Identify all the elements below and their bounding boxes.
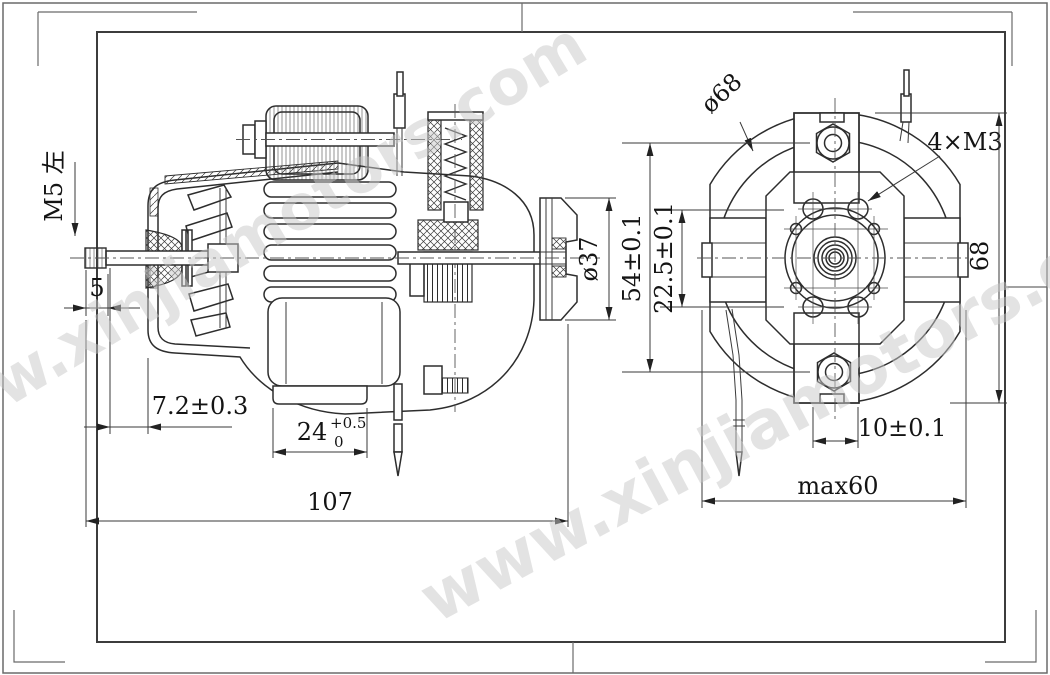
dim-mount-hole-span: 54±0.1: [618, 214, 646, 303]
winding-end-turns: [263, 181, 397, 303]
side-section-view: M5 左 5 7.2±0.3 24 +0.5 0: [40, 71, 616, 527]
terminal-pin-top: [393, 71, 406, 176]
inner-border: [96, 31, 1006, 643]
dim-knob-diameter: ø37: [575, 237, 603, 282]
coil-spring: [443, 127, 468, 201]
stator-dia-leader: [739, 121, 754, 152]
output-knob: [539, 197, 578, 321]
lamination-wing-right: [903, 217, 969, 303]
front-view: ø68 4×M3 54±0.1 22.5±0.1 68 10±0.1: [618, 68, 1007, 508]
spring-loaded-bearing-tower: [427, 104, 484, 412]
side-view-dimensions: M5 左 5 7.2±0.3 24 +0.5 0: [40, 150, 616, 527]
bell-wall-section-hatch: [149, 187, 159, 217]
tower-cap: [427, 111, 484, 121]
dim-stator-diameter: ø68: [696, 68, 748, 119]
corner-mark-top-right: [853, 11, 1013, 66]
screws-leader: [867, 155, 941, 202]
dim-base-width: 24: [297, 418, 328, 446]
base-plate: [272, 385, 368, 405]
dim-thread-length: 5: [89, 274, 104, 302]
rotor-lamination-block: [267, 297, 401, 387]
corner-mark-bottom-right: [985, 610, 1037, 663]
corner-mark-top-left: [37, 11, 197, 66]
mounting-foot: [423, 365, 443, 395]
dim-mount-screws: 4×M3: [927, 128, 1002, 156]
corner-mark-bottom-left: [13, 610, 65, 663]
terminal-strip: [441, 377, 469, 394]
dim-base-width-upper-tol: +0.5: [330, 414, 366, 432]
dim-overall-length: 107: [307, 488, 353, 516]
dim-m3-hole-span-vertical: 22.5±0.1: [650, 202, 678, 314]
dim-thread-spec: M5 左: [40, 150, 68, 221]
lead-wire-bottom: [725, 308, 745, 477]
bearing-block: [417, 219, 479, 251]
bearing-stem: [443, 201, 469, 223]
terminal-pin-bottom: [393, 383, 403, 477]
tie-bolt: [236, 120, 462, 159]
dim-base-width-lower-tol: 0: [334, 433, 344, 451]
lead-pin-top: [899, 69, 912, 144]
lamination-wing-left: [701, 217, 767, 303]
dim-shaft-shoulder: 7.2±0.3: [152, 392, 248, 420]
dim-overall-height: 68: [966, 241, 994, 272]
dim-m3-hole-span-horizontal: 10±0.1: [858, 414, 947, 442]
tab-notch-bottom: [819, 393, 845, 404]
tab-notch-top: [819, 112, 845, 123]
hex-nut-bottom: [816, 352, 852, 392]
hex-nut-top: [815, 123, 851, 163]
dim-max-width: max60: [797, 472, 878, 500]
